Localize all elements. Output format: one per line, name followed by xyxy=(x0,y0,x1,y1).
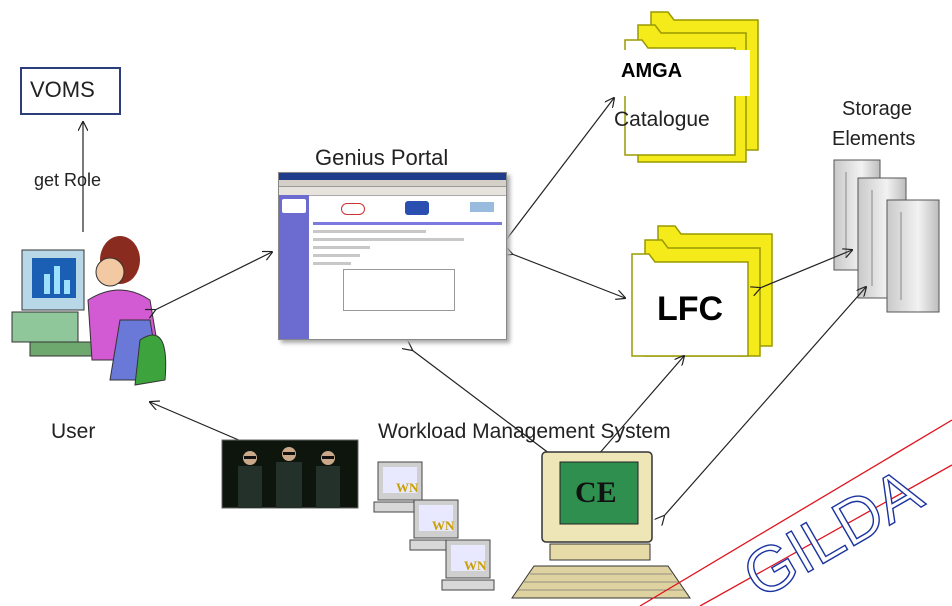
get-role-label: get Role xyxy=(34,170,102,190)
user-label: User xyxy=(51,420,96,443)
portal-row xyxy=(313,262,351,265)
ce-label: CE xyxy=(575,476,617,509)
wn-label-3: WN xyxy=(464,558,487,573)
agents-photo xyxy=(221,439,359,509)
arrow-user-portal xyxy=(155,252,272,310)
voms-label: VOMS xyxy=(30,77,95,102)
portal-logo xyxy=(282,199,306,213)
gilda-watermark: GILDA xyxy=(639,419,952,606)
portal-nav-strip xyxy=(313,222,502,225)
portal-menubar xyxy=(279,180,506,187)
portal-row xyxy=(313,230,427,233)
voms-box xyxy=(20,67,121,115)
portal-row xyxy=(313,246,370,249)
amga-catalogue-stack xyxy=(612,11,759,163)
portal-sidebar xyxy=(279,195,309,339)
portal-header xyxy=(313,199,502,219)
wn-label-1: WN xyxy=(396,480,419,495)
portal-content xyxy=(313,199,502,335)
user-figure xyxy=(11,236,167,386)
portal-textarea xyxy=(343,269,455,311)
lfc-label: LFC xyxy=(651,290,730,329)
worker-nodes: WN WN WN xyxy=(373,461,495,591)
arrow-portal-amga xyxy=(503,98,614,244)
genius-portal-screenshot xyxy=(278,172,507,340)
arrow-ce-storage xyxy=(664,287,866,516)
portal-row xyxy=(313,238,465,241)
arrow-portal-lfc xyxy=(512,254,625,298)
ce-computer: CE xyxy=(511,451,691,599)
storage-elements-towers xyxy=(833,159,940,313)
portal-toolbar xyxy=(279,187,506,196)
portal-row xyxy=(313,254,361,257)
wms-label: Workload Management System xyxy=(378,420,671,443)
watermark-text: GILDA xyxy=(731,454,934,606)
elements-label: Elements xyxy=(832,128,916,150)
arrow-portal-wms xyxy=(412,350,566,466)
portal-titlebar xyxy=(279,173,506,180)
amga-label: AMGA xyxy=(621,60,683,82)
genius-portal-label: Genius Portal xyxy=(315,145,449,170)
wn-label-2: WN xyxy=(432,518,455,533)
catalogue-label: Catalogue xyxy=(614,108,710,131)
arrow-lfc-storage xyxy=(760,250,852,288)
storage-label: Storage xyxy=(842,98,913,120)
